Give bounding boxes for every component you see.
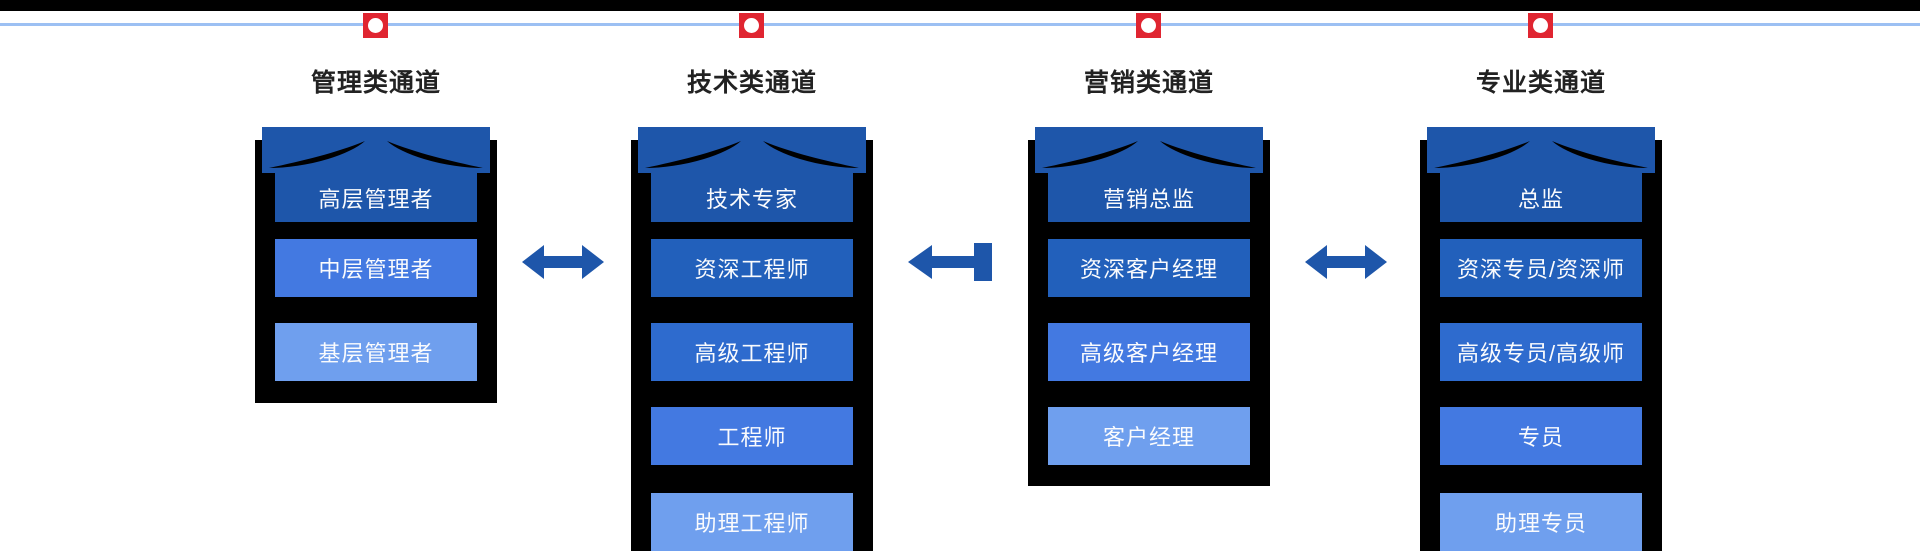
channel-technical: 技术类通道 技术专家 资深工程师 高级工程师 工程师 助理工程师 [631, 0, 873, 551]
level-box: 高级工程师 [651, 323, 853, 381]
marker-dot-icon [1533, 18, 1548, 33]
level-label: 高级客户经理 [1079, 341, 1218, 366]
level-label: 高级专员/高级师 [1456, 341, 1626, 366]
level-label: 助理工程师 [694, 511, 810, 536]
level-box: 助理工程师 [651, 493, 853, 551]
marker-dot-icon [744, 18, 759, 33]
level-label: 总监 [1517, 186, 1564, 212]
channel-marketing: 营销类通道 营销总监 资深客户经理 高级客户经理 客户经理 [1028, 0, 1270, 551]
level-label: 基层管理者 [318, 341, 434, 366]
level-box: 中层管理者 [275, 239, 477, 297]
channel-title: 管理类通道 [310, 69, 441, 97]
level-box: 技术专家 [651, 173, 853, 222]
level-label: 工程师 [717, 425, 787, 450]
timeline-marker [363, 13, 388, 38]
banner-wings-icon [1035, 127, 1263, 173]
arrow-double-icon [522, 245, 604, 279]
level-label: 客户经理 [1102, 425, 1195, 450]
level-label: 资深专员/资深师 [1456, 257, 1626, 282]
level-box: 客户经理 [1048, 407, 1250, 465]
banner-wings-icon [638, 127, 866, 173]
level-label: 助理专员 [1494, 511, 1587, 536]
level-box: 总监 [1440, 173, 1642, 222]
level-label: 高层管理者 [318, 186, 434, 212]
level-label: 中层管理者 [318, 257, 434, 282]
channel-title: 技术类通道 [686, 69, 817, 97]
marker-dot-icon [1141, 18, 1156, 33]
banner-wings-icon [262, 127, 490, 173]
level-label: 高级工程师 [694, 341, 810, 366]
level-box: 资深工程师 [651, 239, 853, 297]
channel-title: 专业类通道 [1475, 69, 1606, 97]
level-box: 高级专员/高级师 [1440, 323, 1642, 381]
level-box: 工程师 [651, 407, 853, 465]
level-label: 技术专家 [705, 186, 798, 212]
top-black-strip [0, 0, 1920, 11]
timeline-marker [1136, 13, 1161, 38]
marker-dot-icon [368, 18, 383, 33]
level-box: 专员 [1440, 407, 1642, 465]
level-box: 助理专员 [1440, 493, 1642, 551]
level-label: 专员 [1517, 425, 1564, 450]
channel-management: 管理类通道 高层管理者 中层管理者 基层管理者 [255, 0, 497, 551]
timeline-line [0, 23, 1920, 26]
level-box: 资深客户经理 [1048, 239, 1250, 297]
level-label: 资深工程师 [694, 257, 810, 282]
level-box: 高层管理者 [275, 173, 477, 222]
level-label: 资深客户经理 [1079, 257, 1218, 282]
level-box: 高级客户经理 [1048, 323, 1250, 381]
timeline-marker [1528, 13, 1553, 38]
level-label: 营销总监 [1102, 186, 1195, 212]
channel-title: 营销类通道 [1083, 69, 1214, 97]
banner-wings-icon [1427, 127, 1655, 173]
arrow-double-icon [1305, 245, 1387, 279]
level-box: 资深专员/资深师 [1440, 239, 1642, 297]
timeline-marker [739, 13, 764, 38]
level-box: 营销总监 [1048, 173, 1250, 222]
arrow-left-bar-icon [908, 243, 992, 281]
level-box: 基层管理者 [275, 323, 477, 381]
channel-professional: 专业类通道 总监 资深专员/资深师 高级专员/高级师 专员 助理专员 [1420, 0, 1662, 551]
